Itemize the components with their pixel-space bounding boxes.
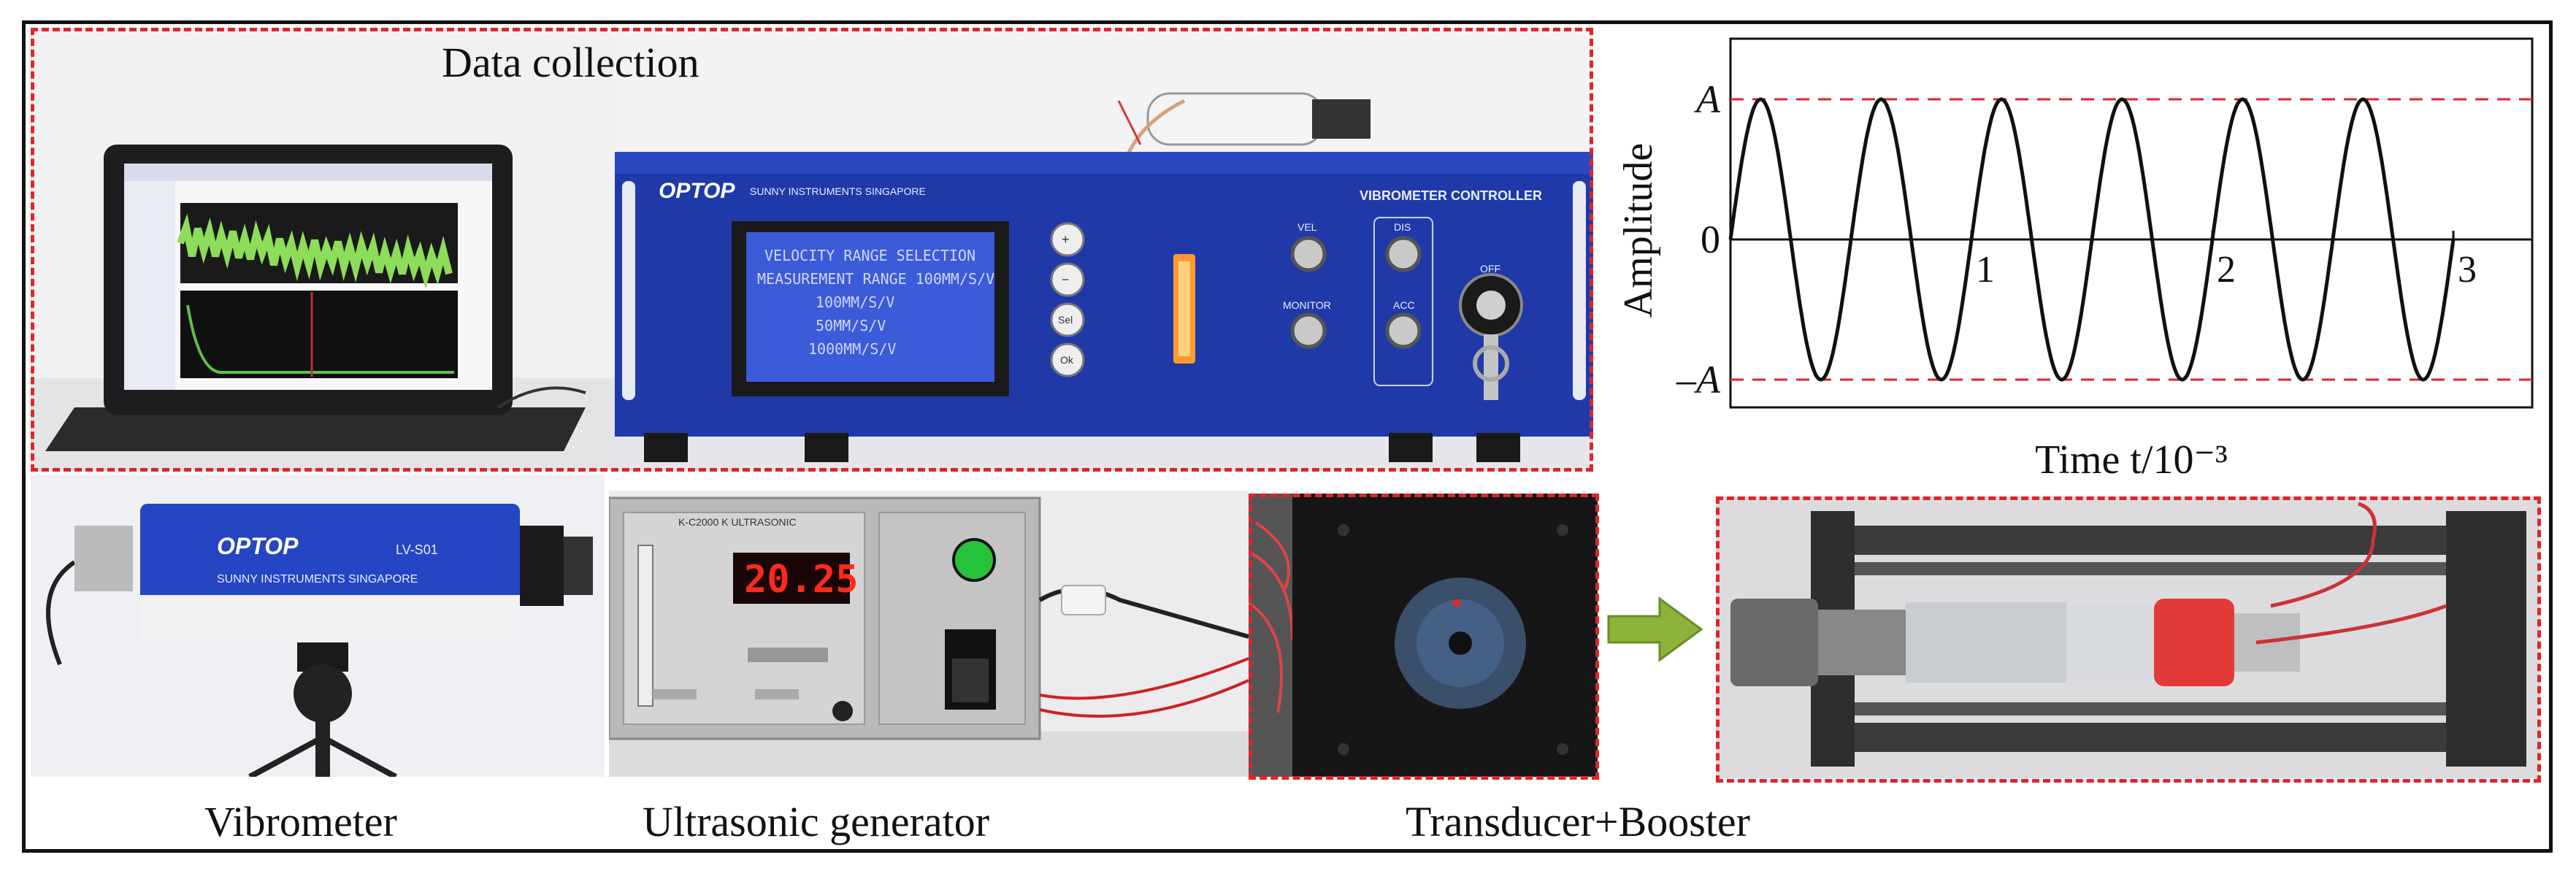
amplitude-chart: 1 2 3 A 0 –A Time t/10⁻³ Amplitude [1616, 37, 2534, 483]
plot-border [1729, 37, 2534, 409]
port-monitor-label: MONITOR [1283, 299, 1331, 311]
sensor-model: LV-S01 [396, 542, 438, 557]
vibrometer-controller-photo: OPTOP SUNNY INSTRUMENTS SINGAPORE VIBROM… [615, 28, 1593, 470]
ultrasonic-generator-photo: 20.25 K-C2000 K ULTRASONIC [609, 491, 1249, 777]
sensor-head-illustration [46, 504, 593, 777]
x-tick-label-3: 3 [2458, 249, 2477, 291]
data-collection-label: Data collection [442, 39, 699, 86]
y-tick-label-2: 0 [1701, 218, 1720, 261]
sensor-brand: OPTOP [217, 533, 299, 559]
generator-display: 20.25 [744, 558, 859, 602]
booster-illustration [1730, 502, 2526, 767]
controller-brand: OPTOP [659, 179, 735, 203]
lcd-line-2: MEASUREMENT RANGE 100MM/S/V [757, 270, 995, 288]
controller-subtitle: SUNNY INSTRUMENTS SINGAPORE [750, 185, 926, 197]
x-tick-label-1: 1 [1976, 249, 1995, 291]
key-off-label: OFF [1480, 263, 1500, 275]
generator-header: K-C2000 K ULTRASONIC [678, 516, 797, 528]
lcd-line-3: 100MM/S/V [816, 293, 895, 311]
laptop-illustration [31, 145, 615, 470]
laptop-photo [31, 28, 615, 470]
key-minus: − [1062, 272, 1070, 287]
lcd-line-1: VELOCITY RANGE SELECTION [764, 247, 975, 264]
y-axis-label: Amplitude [1616, 143, 1661, 318]
y-tick-label-3: –A [1676, 358, 1721, 402]
figure-frame [22, 20, 2553, 853]
controller-name: VIBROMETER CONTROLLER [1360, 188, 1542, 203]
transducer-booster-photo [1716, 496, 2539, 778]
sine-series-line [1728, 97, 2456, 382]
lcd-line-4: 50MM/S/V [816, 317, 886, 334]
transducer-photo [1249, 494, 1598, 777]
ultrasonic-generator-label: Ultrasonic generator [643, 798, 990, 845]
controller-illustration [615, 92, 1593, 470]
right-arrow [1607, 596, 1703, 662]
key-sel: Sel [1058, 314, 1073, 326]
lcd-line-5: 1000MM/S/V [808, 340, 897, 358]
transducer-booster-label: Transducer+Booster [1406, 798, 1750, 845]
transducer-illustration [1249, 494, 1598, 777]
vibrometer-photo: OPTOP LV-S01 SUNNY INSTRUMENTS SINGAPORE [31, 475, 605, 777]
sensor-subtitle: SUNNY INSTRUMENTS SINGAPORE [217, 573, 418, 586]
port-acc-label: ACC [1393, 299, 1415, 311]
vibrometer-label: Vibrometer [204, 798, 397, 845]
y-tick-label-1: A [1694, 77, 1721, 121]
port-dis-label: DIS [1394, 221, 1411, 233]
x-axis-label: Time t/10⁻³ [2035, 437, 2228, 483]
key-plus: + [1062, 232, 1070, 247]
generator-illustration [609, 496, 1249, 777]
x-tick-label-2: 2 [2217, 249, 2236, 291]
key-ok: Ok [1060, 354, 1073, 366]
port-vel-label: VEL [1297, 221, 1317, 233]
